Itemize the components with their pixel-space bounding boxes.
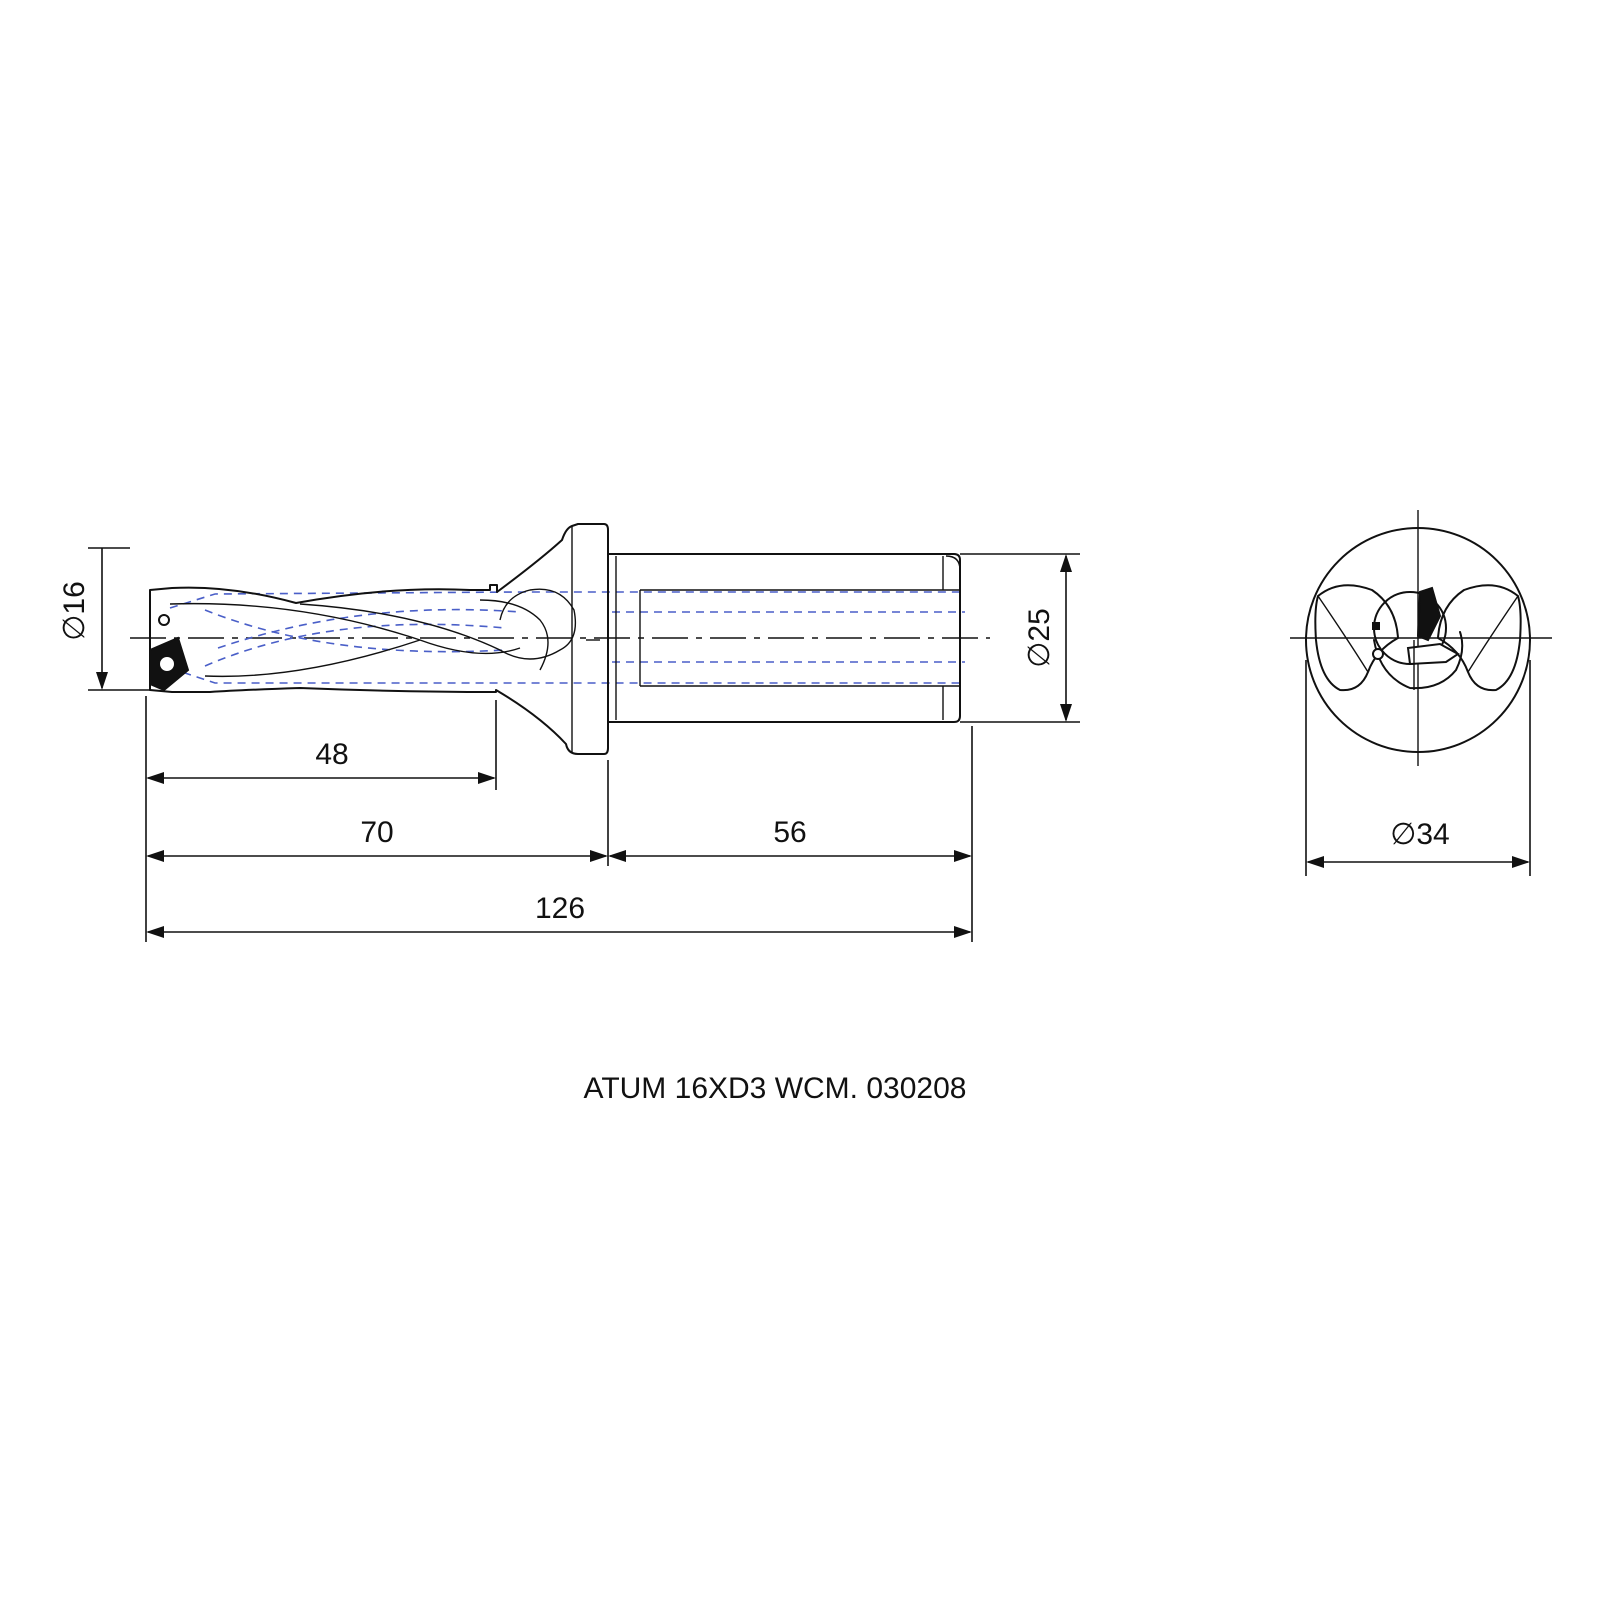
side-view: ∅16 ∅25 48 70	[58, 523, 1080, 942]
head-length-label: 70	[360, 816, 393, 849]
flange-outline	[1305, 527, 1531, 753]
dim-overall-length: 126	[146, 892, 972, 938]
shank-diameter-label: ∅25	[1023, 608, 1056, 668]
end-view: ∅34	[1290, 510, 1552, 876]
flute-diameter-label: ∅16	[58, 581, 91, 641]
shank-length-label: 56	[773, 816, 806, 849]
dim-head-length: 70	[146, 816, 608, 862]
drill-shank	[607, 553, 961, 723]
dim-shank-diameter: ∅25	[960, 553, 1080, 723]
drill-body	[149, 523, 609, 755]
cutting-insert	[149, 614, 190, 692]
part-designation: ATUM 16XD3 WCM. 030208	[584, 1072, 967, 1105]
dim-flange-diameter: ∅34	[1306, 818, 1530, 868]
dim-flute-diameter: ∅16	[58, 547, 150, 691]
flange-diameter-label: ∅34	[1390, 818, 1450, 851]
dim-shank-length: 56	[608, 816, 972, 862]
dim-flute-length: 48	[146, 738, 496, 784]
flute-length-label: 48	[315, 738, 348, 771]
overall-length-label: 126	[535, 892, 585, 925]
